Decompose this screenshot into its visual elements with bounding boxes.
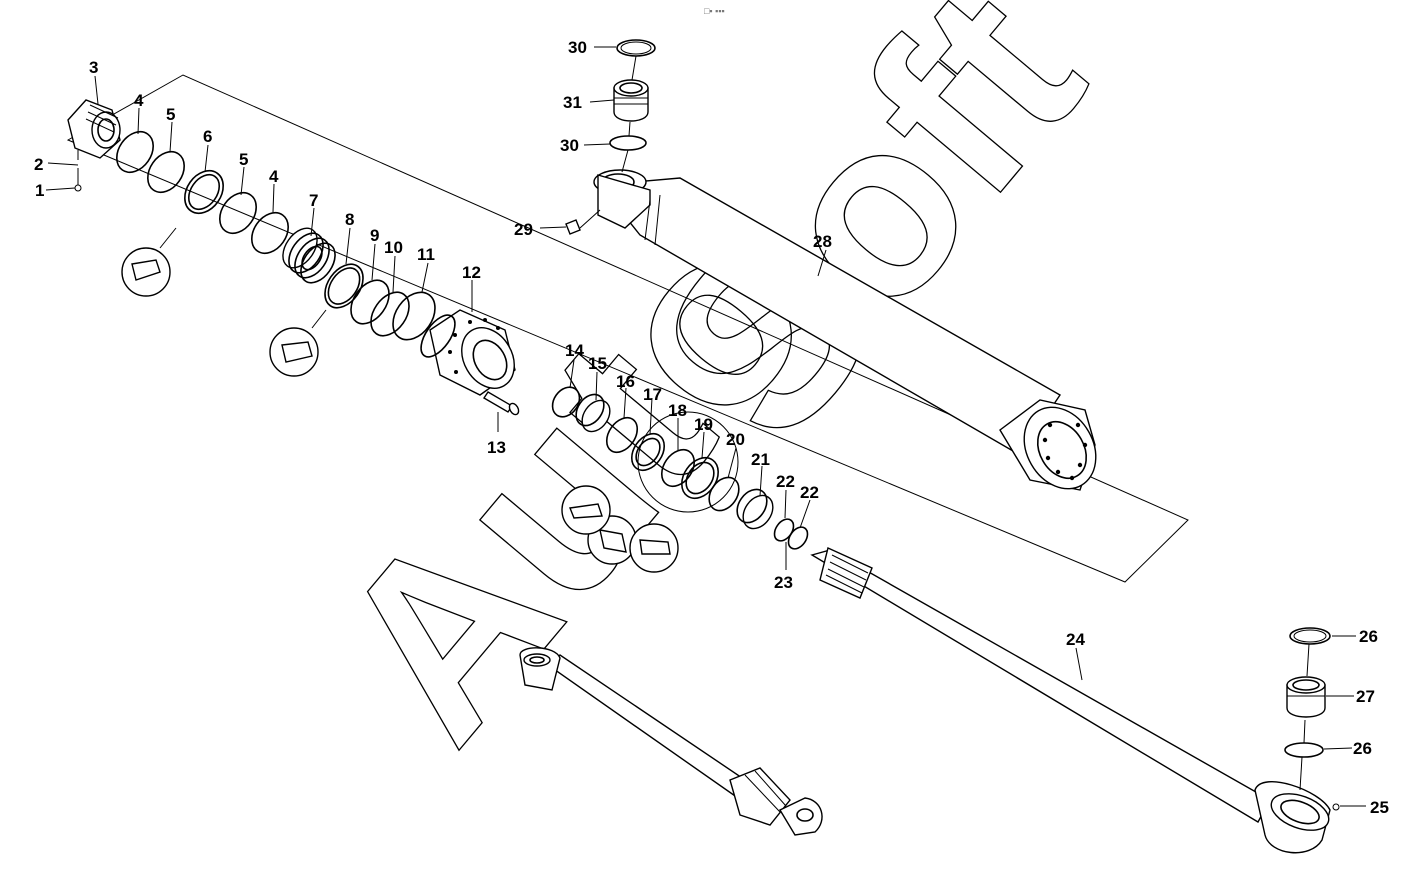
leader-lines	[45, 46, 1366, 807]
callout-labels: 1 2 3 4 5 6 5 4 7 8 9 10 11 12 13 14 15 …	[34, 38, 1389, 817]
callout-30-a: 30	[568, 38, 587, 57]
callout-7: 7	[309, 191, 318, 210]
callout-12: 12	[462, 263, 481, 282]
callout-17: 17	[643, 385, 662, 404]
header-mark: □▪ ▪▪▪	[704, 6, 725, 16]
detail-magnifier	[637, 411, 739, 513]
callout-5-b: 5	[239, 150, 248, 169]
piston-rod	[810, 547, 1340, 854]
callout-23: 23	[774, 573, 793, 592]
callout-14: 14	[565, 341, 584, 360]
callout-15: 15	[588, 354, 607, 373]
callout-26-b: 26	[1353, 739, 1372, 758]
callout-26-a: 26	[1359, 627, 1378, 646]
piston-nut-3	[67, 99, 121, 159]
seal-20	[708, 476, 740, 512]
ring-22-b	[787, 526, 809, 550]
callout-30-b: 30	[560, 136, 579, 155]
callout-16: 16	[616, 372, 635, 391]
callout-13: 13	[487, 438, 506, 457]
callout-31: 31	[563, 93, 582, 112]
cushion-21	[736, 488, 774, 530]
piston-7	[282, 227, 336, 284]
assembled-cylinder	[519, 647, 823, 836]
callout-2: 2	[34, 155, 43, 174]
gland-12	[420, 309, 516, 396]
ring-6	[184, 169, 224, 215]
callout-4-a: 4	[134, 91, 144, 110]
ring-4-a	[116, 130, 154, 174]
cylinder-barrel	[593, 169, 1097, 491]
seal-18	[660, 448, 696, 488]
callout-11: 11	[417, 245, 435, 264]
callout-18: 18	[668, 401, 687, 420]
ring-9	[350, 279, 390, 325]
callout-3: 3	[89, 58, 98, 77]
callout-19: 19	[694, 415, 713, 434]
callout-25: 25	[1370, 798, 1389, 817]
callout-1: 1	[35, 181, 44, 200]
callout-4-b: 4	[269, 167, 279, 186]
seal-ring-26-top	[1289, 627, 1331, 645]
bushing-31	[613, 79, 649, 122]
ring-8	[324, 263, 364, 309]
ball-1	[74, 184, 82, 192]
bushing-15	[575, 393, 611, 433]
ring-11	[392, 291, 436, 341]
seal-16	[605, 416, 639, 454]
callout-21: 21	[751, 450, 770, 469]
seal-14	[551, 386, 581, 418]
callout-24: 24	[1066, 630, 1085, 649]
callout-10: 10	[384, 238, 403, 257]
callout-5-a: 5	[166, 105, 175, 124]
bushing-27	[1286, 676, 1326, 718]
ring-5-a	[147, 150, 185, 194]
seal-ring-26-bottom	[1284, 742, 1324, 758]
callout-22-a: 22	[776, 472, 795, 491]
ring-10	[370, 291, 410, 337]
callout-22-b: 22	[800, 483, 819, 502]
callout-29: 29	[514, 220, 533, 239]
assembly-frame	[66, 74, 1189, 583]
callout-8: 8	[345, 210, 354, 229]
ring-4-b	[251, 211, 289, 255]
callout-9: 9	[370, 226, 379, 245]
callout-6: 6	[203, 127, 212, 146]
bolt-13	[483, 391, 520, 416]
ring-5-b	[219, 191, 257, 235]
callout-27: 27	[1356, 687, 1375, 706]
grease-nipple-29	[565, 209, 601, 235]
seal-ring-30-bottom	[609, 135, 647, 151]
seal-17	[630, 432, 666, 472]
callout-20: 20	[726, 430, 745, 449]
callout-28: 28	[813, 232, 832, 251]
